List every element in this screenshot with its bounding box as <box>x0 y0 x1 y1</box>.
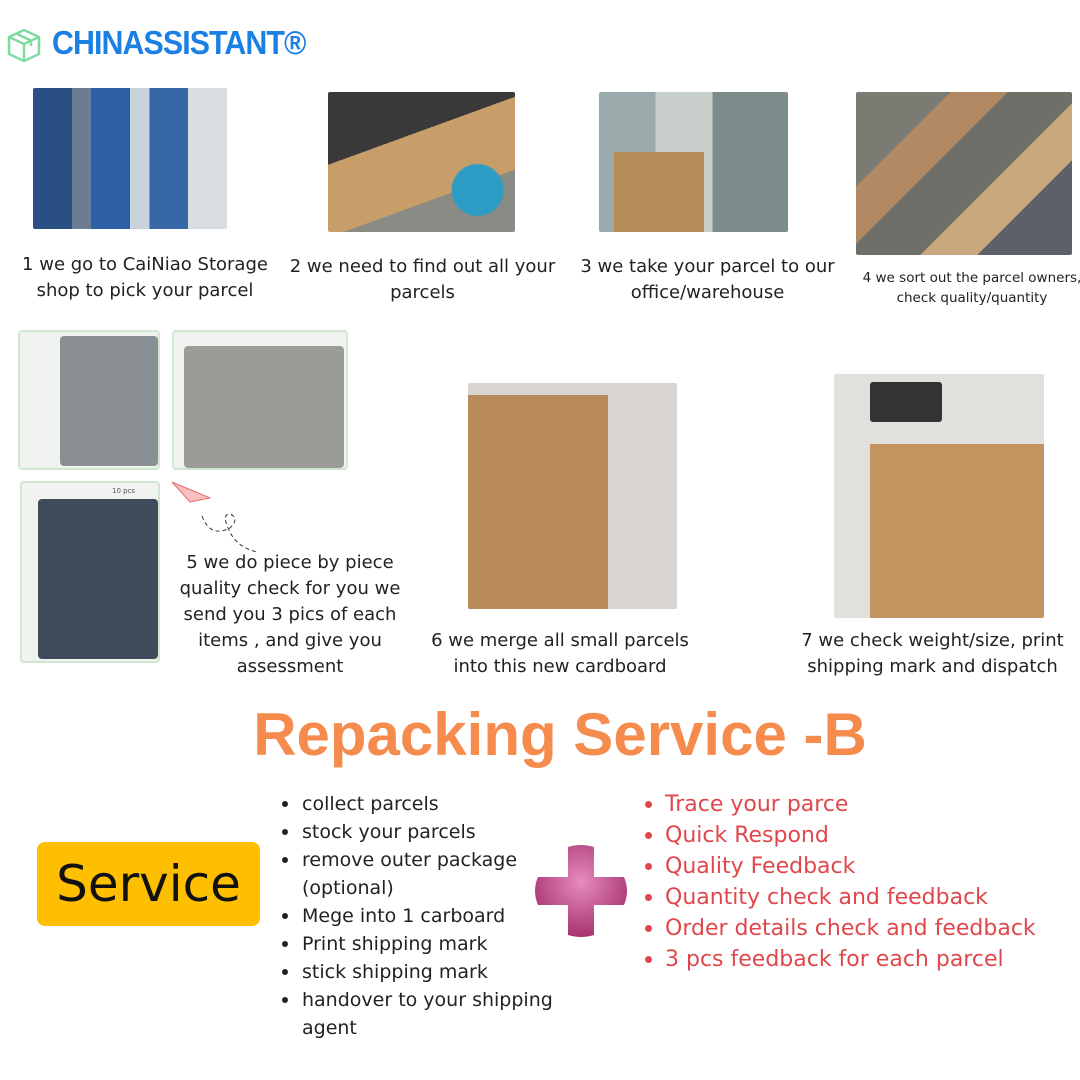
feature-item: Order details check and feedback <box>645 913 1075 944</box>
service-item: handover to your shipping agent <box>282 986 582 1042</box>
qc-screenshot-3: 10 pcs <box>20 481 160 663</box>
qc-screenshot-2 <box>172 330 348 470</box>
feature-item: Quick Respond <box>645 820 1075 851</box>
step-2-caption: 2 we need to find out all your parcels <box>289 256 556 303</box>
service-item: Print shipping mark <box>282 930 582 958</box>
service-item: remove outer package (optional) <box>282 846 582 902</box>
photo-sorted-items <box>856 92 1072 255</box>
step-6-caption: 6 we merge all small parcels into this n… <box>431 630 689 677</box>
brand-logo-icon <box>5 26 43 64</box>
page-title: Repacking Service -B <box>253 701 867 768</box>
feature-item: Trace your parce <box>645 789 1075 820</box>
feature-item: Quantity check and feedback <box>645 882 1075 913</box>
photo-weighing-scale <box>834 374 1044 618</box>
step-3-caption: 3 we take your parcel to our office/ware… <box>580 256 835 303</box>
qc-screenshot-1 <box>18 330 160 470</box>
service-item: collect parcels <box>282 790 582 818</box>
photo-storage-shelves <box>33 88 227 229</box>
step-4-caption: 4 we sort out the parcel owners, check q… <box>862 270 1080 306</box>
service-item: stock your parcels <box>282 818 582 846</box>
photo-new-cardboard <box>468 383 677 609</box>
extra-features-list: Trace your parce Quick Respond Quality F… <box>645 789 1075 975</box>
brand-name: CHINASSISTANT® <box>52 24 306 61</box>
step-1-caption: 1 we go to CaiNiao Storage shop to pick … <box>22 254 268 301</box>
photo-corridor-parcel <box>599 92 788 232</box>
service-item: Mege into 1 carboard <box>282 902 582 930</box>
plus-icon <box>532 843 630 943</box>
feature-item: Quality Feedback <box>645 851 1075 882</box>
photo-parcel-pile <box>328 92 515 232</box>
paper-plane-icon <box>170 478 260 562</box>
service-list: collect parcels stock your parcels remov… <box>282 790 582 1042</box>
step-7-caption: 7 we check weight/size, print shipping m… <box>801 630 1064 677</box>
feature-item: 3 pcs feedback for each parcel <box>645 944 1075 975</box>
service-item: stick shipping mark <box>282 958 582 986</box>
service-label-box: Service <box>37 842 260 926</box>
qc-count-tag: 10 pcs <box>112 487 136 495</box>
step-5-caption: 5 we do piece by piece quality check for… <box>179 552 401 677</box>
